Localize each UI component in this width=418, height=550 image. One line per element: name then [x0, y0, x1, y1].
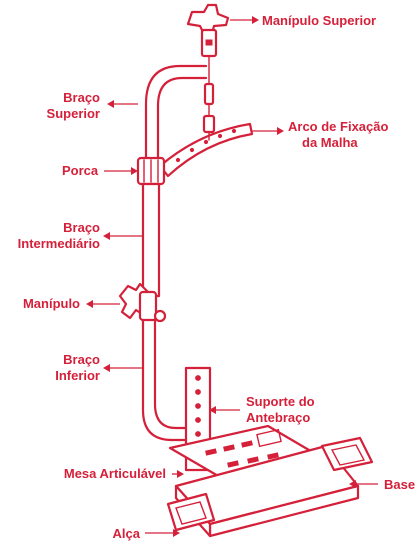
label-knob: Manípulo [23, 296, 80, 311]
nut-part [136, 156, 166, 186]
top-knob-part [186, 3, 230, 134]
label-handle: Alça [113, 526, 141, 541]
label-mid-arm-line2: Intermediário [18, 236, 100, 251]
label-mesh-arc-line2: da Malha [302, 135, 358, 150]
lower-arm-part [141, 318, 188, 442]
label-upper-arm-line2: Superior [47, 106, 100, 121]
label-top-knob: Manípulo Superior [262, 13, 376, 28]
upper-arm-part [144, 64, 208, 164]
label-lower-arm-line1: Braço [63, 352, 100, 367]
side-knob-part [118, 282, 167, 323]
label-mesh-arc-line1: Arco de Fixação [288, 119, 388, 134]
label-base: Base [384, 477, 415, 492]
intermediate-arm-part [141, 182, 161, 298]
label-forearm-line1: Suporte do [246, 394, 315, 409]
mesh-arc-part [158, 122, 254, 178]
labels: Manípulo Superior Braço Superior Arco de… [18, 13, 415, 541]
handle-part [166, 492, 216, 532]
label-nut: Porca [62, 163, 99, 178]
label-lower-arm-line2: Inferior [55, 368, 100, 383]
label-table: Mesa Articulável [64, 466, 166, 481]
label-mid-arm-line1: Braço [63, 220, 100, 235]
device-illustration [118, 3, 374, 538]
label-upper-arm-line1: Braço [63, 90, 100, 105]
callout-lines [86, 16, 378, 537]
label-forearm-line2: Antebraço [246, 410, 310, 425]
